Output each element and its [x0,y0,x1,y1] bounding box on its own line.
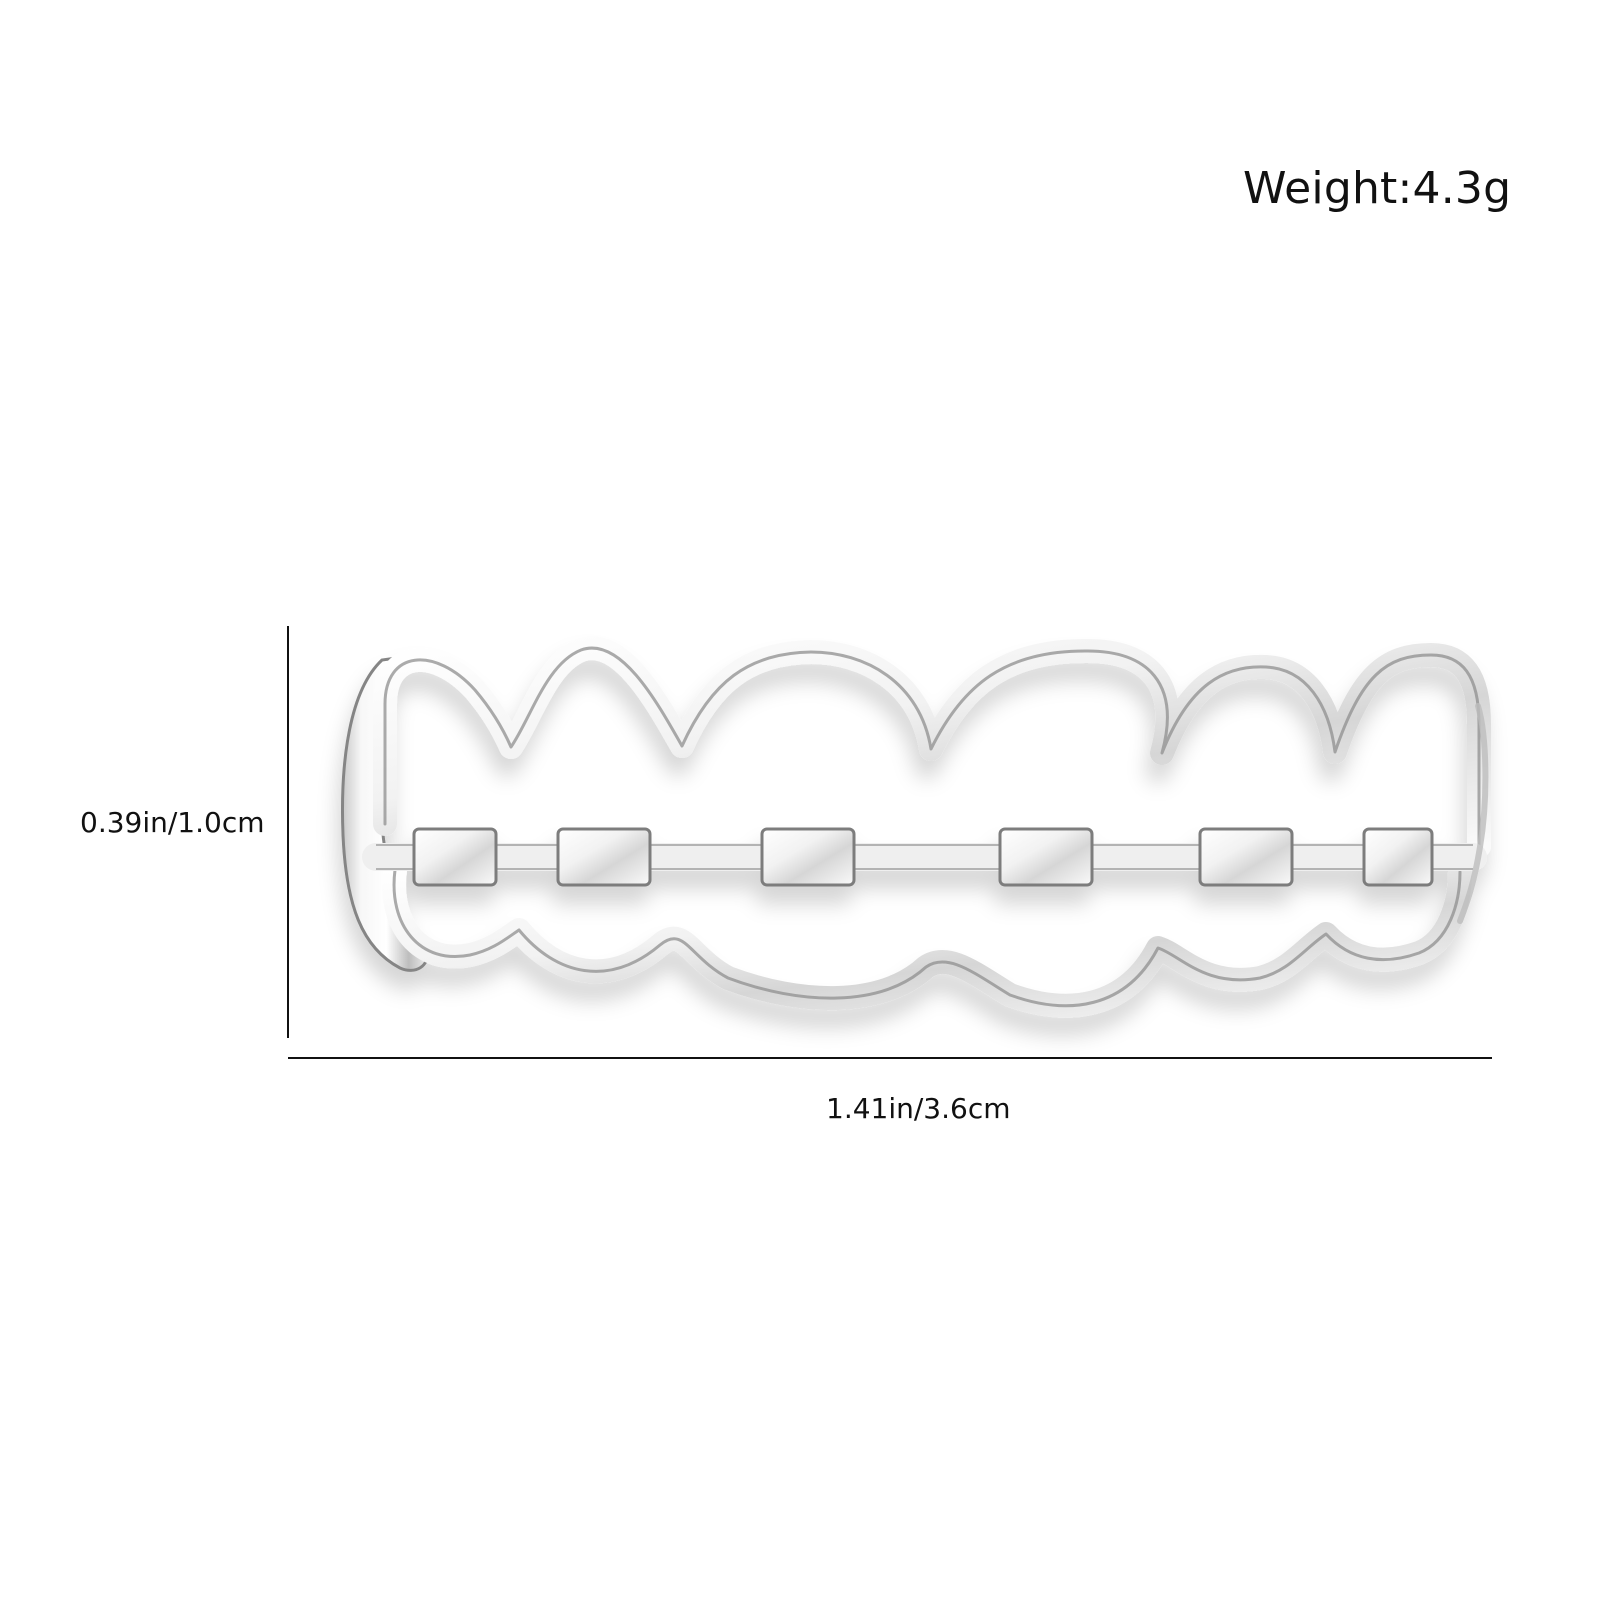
bracket-4 [998,827,1094,887]
bracket-6 [1362,827,1434,887]
lower-tooth-outline [382,858,1472,1018]
weight-label: Weight:4.3g [1243,163,1512,214]
bracket-3 [760,827,856,887]
bracket-5 [1198,827,1294,887]
braces-brackets [412,827,1434,887]
upper-tooth-edge [383,646,1481,848]
lower-tooth-edge [392,868,1462,1008]
height-dimension-label: 0.39in/1.0cm [80,806,265,839]
bracket-1 [412,827,498,887]
right-side-bar [1457,703,1489,924]
bracket-2 [556,827,652,887]
dimension-lines [287,626,1492,1059]
grillz-frame [341,636,1491,1018]
width-dimension-label: 1.41in/3.6cm [826,1092,1011,1125]
